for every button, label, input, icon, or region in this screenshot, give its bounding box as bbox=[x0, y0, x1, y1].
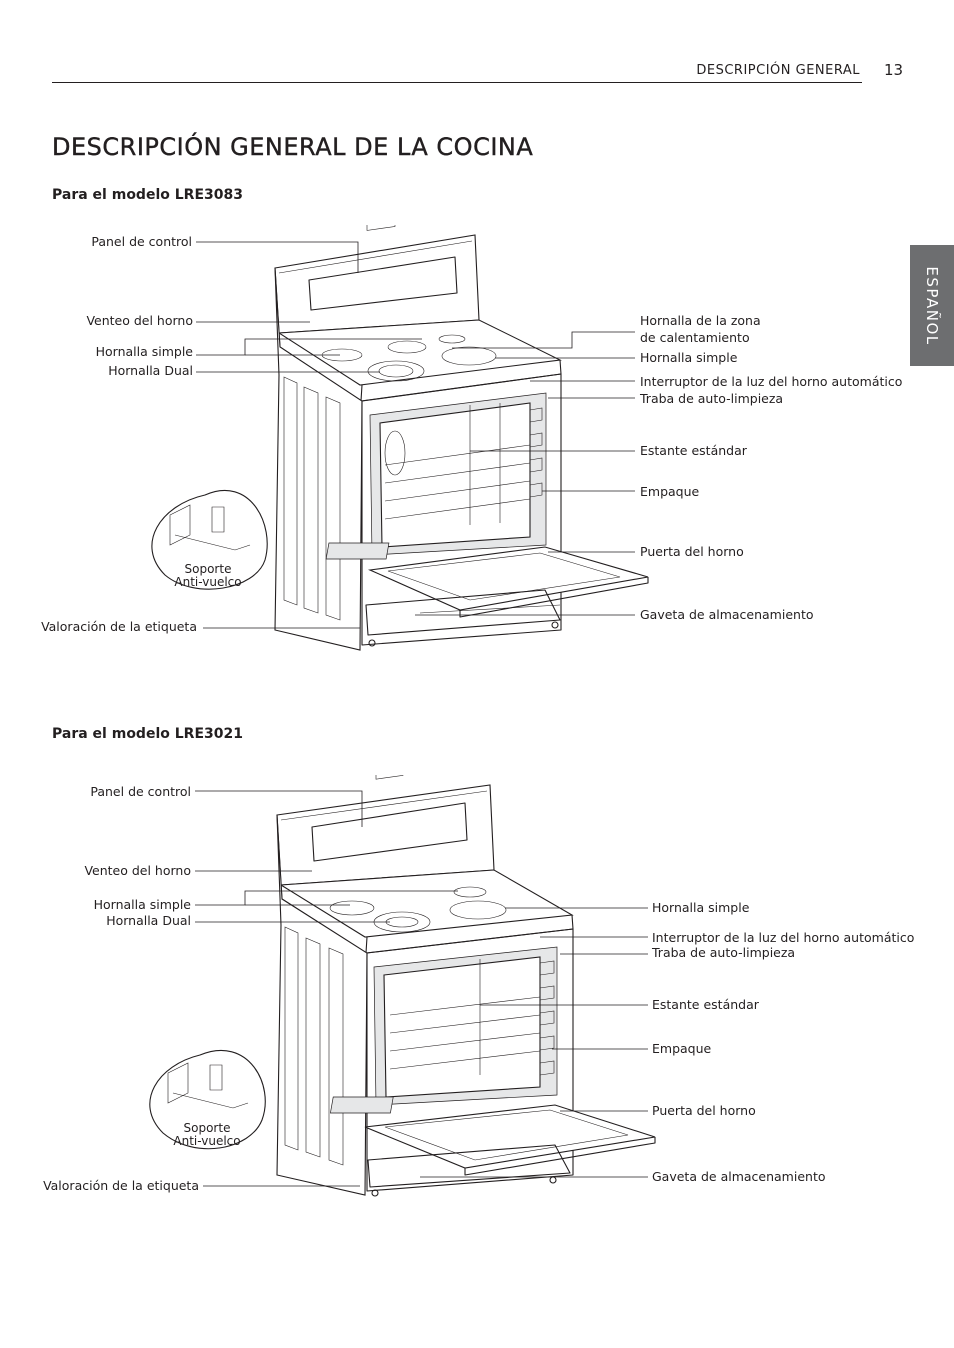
leader-lines bbox=[195, 790, 648, 1187]
model-heading-lre3021: Para el modelo LRE3021 bbox=[52, 726, 243, 742]
page-title: DESCRIPCIÓN GENERAL DE LA COCINA bbox=[52, 133, 534, 161]
language-tab: ESPAÑOL bbox=[910, 245, 954, 366]
range-diagram-lre3021: Panel de control Venteo del horno Hornal… bbox=[0, 775, 954, 1215]
label-single-burner-left: Hornalla simple bbox=[95, 344, 193, 359]
label-storage-drawer: Gaveta de almacenamiento bbox=[652, 1169, 826, 1184]
label-standard-rack: Estante estándar bbox=[640, 443, 747, 458]
label-single-burner-left: Hornalla simple bbox=[93, 897, 191, 912]
model-heading-lre3083: Para el modelo LRE3083 bbox=[52, 187, 243, 203]
range-drawing bbox=[149, 775, 656, 1197]
label-gasket: Empaque bbox=[652, 1041, 712, 1056]
label-oven-vent: Venteo del horno bbox=[84, 863, 191, 878]
label-anti-tip: Soporte Anti-vuelco bbox=[174, 562, 242, 589]
label-gasket: Empaque bbox=[640, 484, 700, 499]
label-dual-burner: Hornalla Dual bbox=[106, 913, 191, 928]
label-storage-drawer: Gaveta de almacenamiento bbox=[640, 607, 814, 622]
label-single-burner-right: Hornalla simple bbox=[640, 350, 738, 365]
header-rule bbox=[52, 82, 862, 83]
label-oven-vent: Venteo del horno bbox=[86, 313, 193, 328]
label-self-clean-lock: Traba de auto-limpieza bbox=[640, 391, 784, 406]
label-rating-label: Valoración de la etiqueta bbox=[43, 1178, 199, 1193]
range-diagram-lre3083: Panel de control Venteo del horno Hornal… bbox=[0, 225, 954, 665]
label-standard-rack: Estante estándar bbox=[652, 997, 759, 1012]
range-illustration-lre3021 bbox=[149, 775, 656, 1197]
label-anti-tip: Soporte Anti-vuelco bbox=[173, 1121, 241, 1148]
page-number: 13 bbox=[884, 61, 904, 79]
label-oven-door: Puerta del horno bbox=[640, 544, 744, 559]
leader-lines bbox=[196, 241, 635, 629]
label-single-burner-right: Hornalla simple bbox=[652, 900, 750, 915]
label-control-panel: Panel de control bbox=[91, 234, 192, 249]
label-self-clean-lock: Traba de auto-limpieza bbox=[652, 945, 796, 960]
label-light-switch: Interruptor de la luz del horno automáti… bbox=[652, 930, 915, 945]
range-drawing bbox=[151, 225, 649, 651]
label-rating-label: Valoración de la etiqueta bbox=[41, 619, 197, 634]
label-dual-burner: Hornalla Dual bbox=[108, 363, 193, 378]
header-section-title: DESCRIPCIÓN GENERAL bbox=[696, 63, 860, 78]
label-control-panel: Panel de control bbox=[90, 784, 191, 799]
label-oven-door: Puerta del horno bbox=[652, 1103, 756, 1118]
range-illustration-lre3083 bbox=[151, 225, 649, 651]
label-warming-zone: Hornalla de la zona de calentamiento bbox=[640, 313, 761, 345]
label-light-switch: Interruptor de la luz del horno automáti… bbox=[640, 374, 903, 389]
